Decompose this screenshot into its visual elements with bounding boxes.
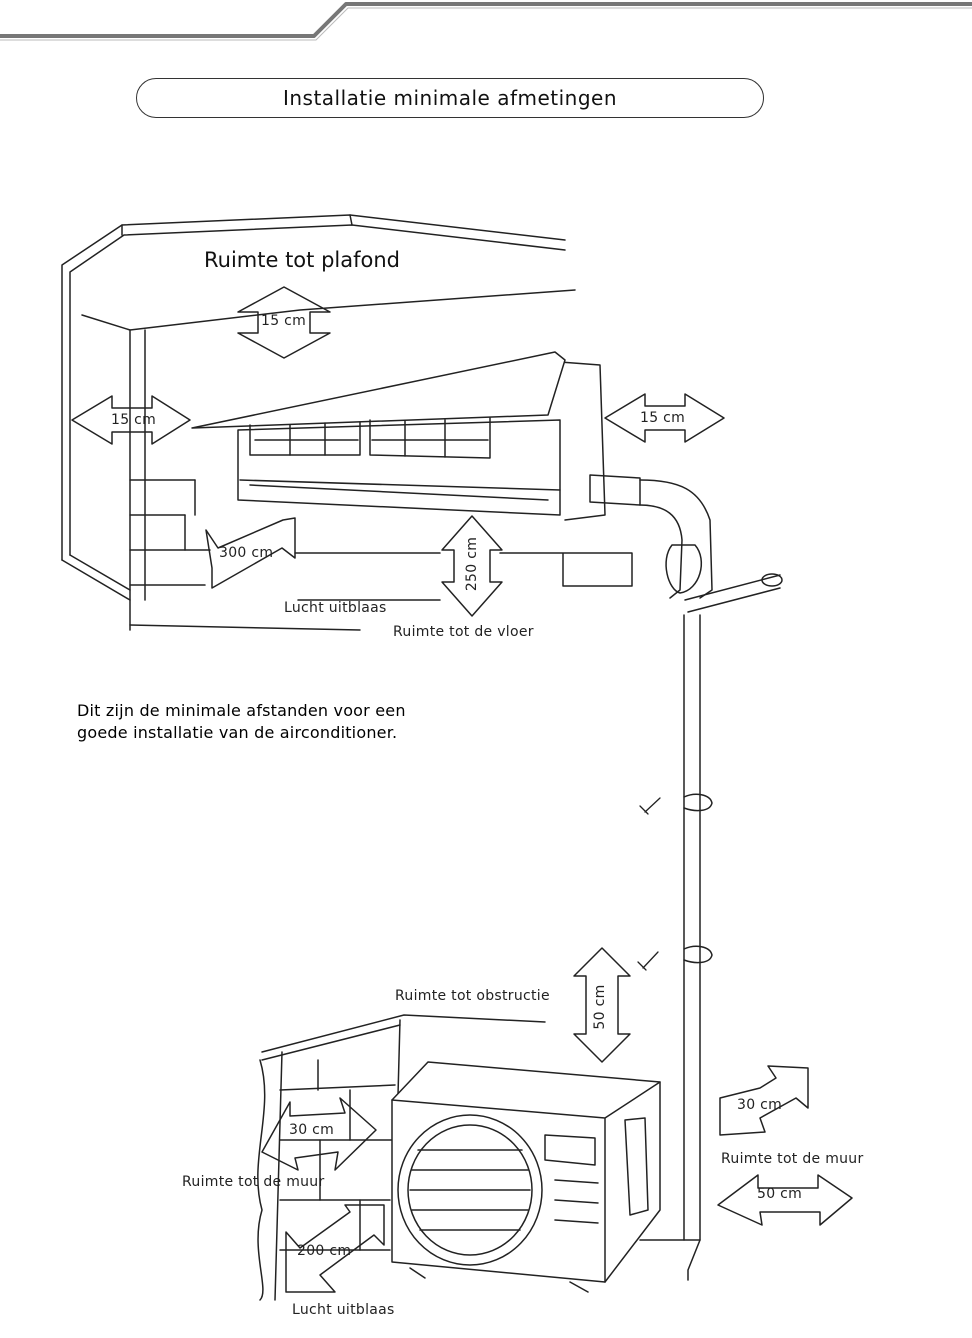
wall-screws — [637, 797, 661, 971]
left-distance: 15 cm — [111, 412, 157, 428]
left-arrow — [71, 395, 191, 445]
outdoor-front-distance: 200 cm — [297, 1243, 352, 1259]
outdoor-side-arrow — [717, 1174, 853, 1226]
outdoor-air-outlet-label: Lucht uitblaas — [292, 1302, 395, 1318]
room-walls — [61, 214, 633, 631]
ceiling-label: Ruimte tot plafond — [204, 248, 400, 272]
outdoor-top-distance: 50 cm — [592, 984, 608, 1030]
outdoor-wall — [257, 1014, 546, 1301]
title-box: Installatie minimale afmetingen — [136, 78, 764, 118]
pipe — [639, 479, 783, 1281]
ceiling-arrow — [237, 286, 331, 359]
outdoor-right-wall-label: Ruimte tot de muur — [721, 1151, 864, 1167]
floor-label: Ruimte tot de vloer — [393, 624, 534, 640]
indoor-air-outlet-label: Lucht uitblaas — [284, 600, 387, 616]
outdoor-front-arrow — [285, 1204, 385, 1293]
outdoor-left-wall-label: Ruimte tot de muur — [182, 1174, 325, 1190]
right-arrow — [604, 393, 725, 443]
outdoor-right-distance: 30 cm — [737, 1097, 783, 1113]
outdoor-unit — [391, 1061, 661, 1293]
outdoor-top-arrow — [573, 947, 631, 1063]
outdoor-left-distance: 30 cm — [289, 1122, 335, 1138]
floor-arrow — [441, 515, 503, 617]
outdoor-left-arrow — [261, 1097, 377, 1171]
front-arrow — [205, 517, 296, 589]
right-distance: 15 cm — [640, 410, 686, 426]
obstruction-label: Ruimte tot obstructie — [395, 988, 550, 1004]
front-distance: 300 cm — [219, 545, 274, 561]
outdoor-right-arrow — [719, 1065, 809, 1136]
installation-note: Dit zijn de minimale afstanden voor een … — [77, 701, 406, 742]
ceiling-distance: 15 cm — [261, 313, 307, 329]
indoor-unit — [191, 351, 641, 521]
header-rule — [0, 2, 972, 41]
outdoor-side-distance: 50 cm — [757, 1186, 803, 1202]
floor-distance: 250 cm — [464, 536, 480, 592]
page-title: Installatie minimale afmetingen — [282, 86, 618, 110]
